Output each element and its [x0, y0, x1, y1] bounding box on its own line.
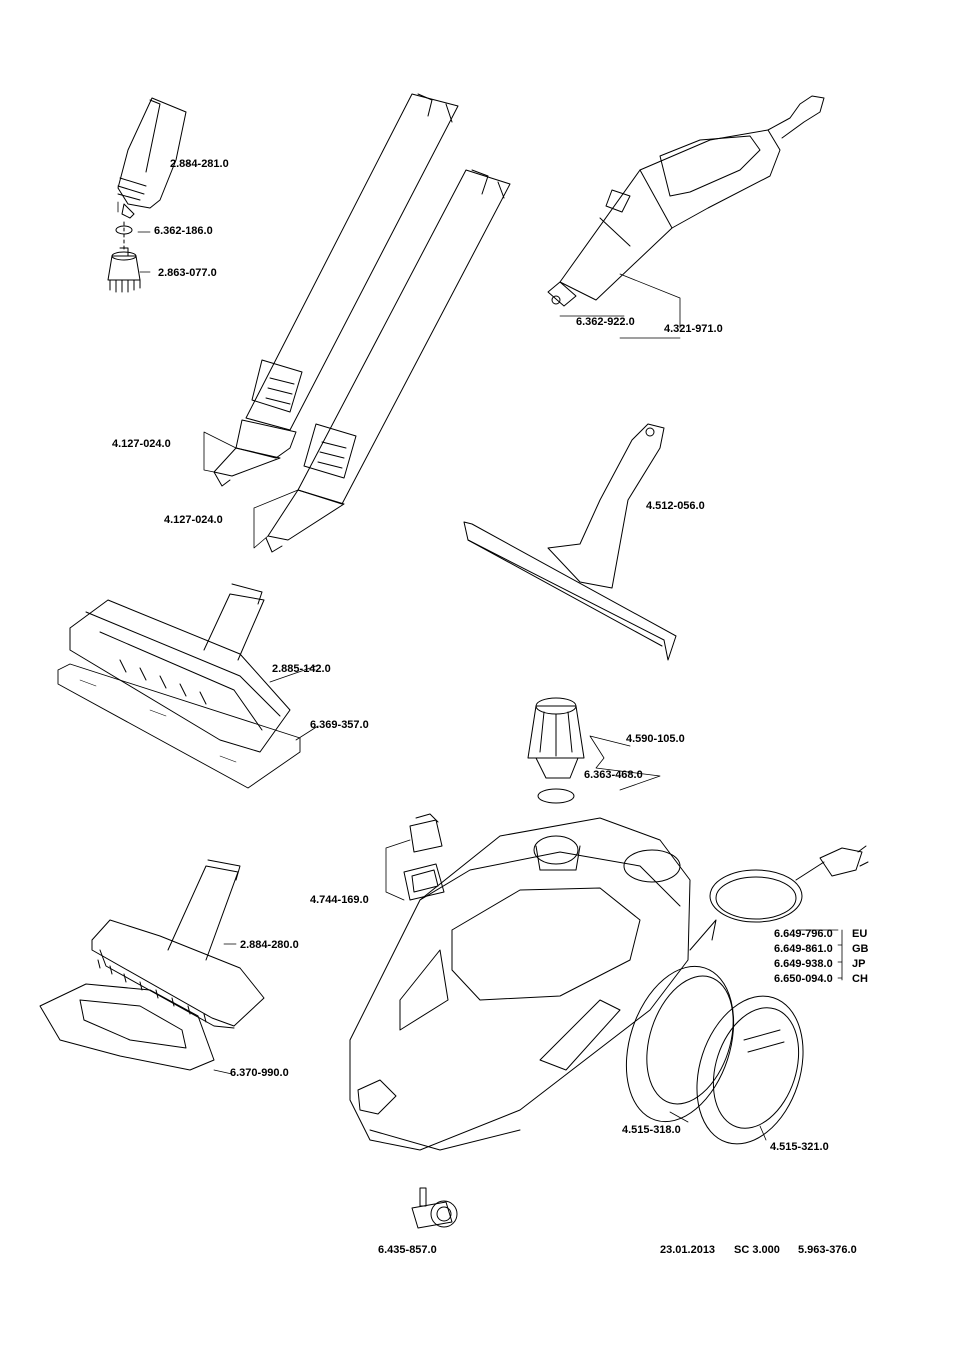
footer-doc-number: 5.963-376.0 [798, 1244, 857, 1256]
country-code: CH [852, 973, 868, 985]
gasket [538, 789, 574, 803]
part-label: 4.321-971.0 [664, 323, 723, 335]
part-label: 4.127-024.0 [112, 438, 171, 450]
part-label: 4.515-318.0 [622, 1124, 681, 1136]
footer-model: SC 3.000 [734, 1244, 780, 1256]
part-label: 4.590-105.0 [626, 733, 685, 745]
extension-tube-2 [266, 170, 510, 552]
part-label: 6.435-857.0 [378, 1244, 437, 1256]
part-label: 2.885-142.0 [272, 663, 331, 675]
steam-gun [548, 96, 824, 306]
part-label: 6.370-990.0 [230, 1067, 289, 1079]
part-label: 2.884-281.0 [170, 158, 229, 170]
part-label: 6.363-468.0 [584, 769, 643, 781]
part-label: 6.362-922.0 [576, 316, 635, 328]
window-squeegee [464, 424, 676, 660]
part-label: 4.744-169.0 [310, 894, 369, 906]
part-label: 6.650-094.0 [774, 973, 833, 985]
country-code: EU [852, 928, 868, 940]
part-label: 6.649-938.0 [774, 958, 833, 970]
steam-cleaner-body [350, 818, 690, 1150]
detail-nozzle [118, 98, 186, 218]
water-filter [404, 814, 444, 900]
terry-cover [40, 984, 214, 1070]
floor-cloth [58, 664, 300, 788]
wheel-left [608, 952, 753, 1135]
part-label: 4.512-056.0 [646, 500, 705, 512]
part-label: 2.863-077.0 [158, 267, 217, 279]
part-label: 4.127-024.0 [164, 514, 223, 526]
wheel-right [679, 982, 821, 1157]
part-label: 4.515-321.0 [770, 1141, 829, 1153]
extension-tube-1 [214, 94, 458, 486]
part-label: 6.649-796.0 [774, 928, 833, 940]
part-label: 6.369-357.0 [310, 719, 369, 731]
round-brush [108, 248, 140, 292]
safety-cap [528, 698, 584, 778]
country-code: GB [852, 943, 869, 955]
footer-date: 23.01.2013 [660, 1244, 716, 1256]
part-label: 6.649-861.0 [774, 943, 833, 955]
country-code: JP [852, 958, 866, 970]
hand-nozzle [92, 860, 264, 1028]
castor-wheel [412, 1188, 457, 1228]
power-cord [690, 846, 868, 950]
part-label: 6.362-186.0 [154, 225, 213, 237]
floor-nozzle [70, 584, 290, 752]
part-label: 2.884-280.0 [240, 939, 299, 951]
